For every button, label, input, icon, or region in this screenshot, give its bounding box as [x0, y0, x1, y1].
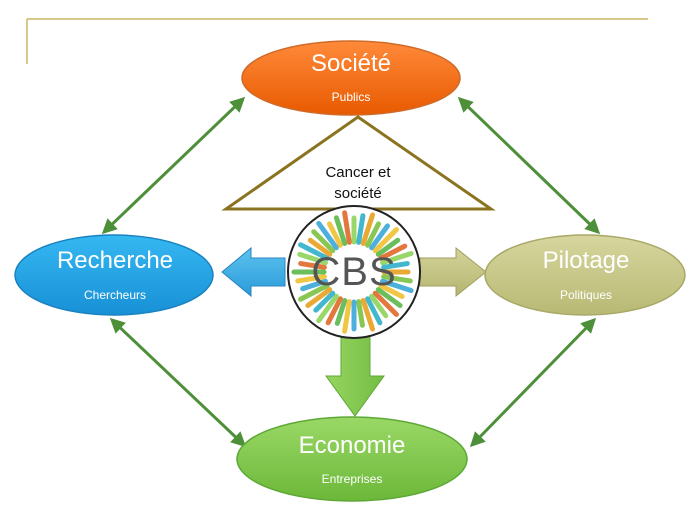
cbs-logo-petal [356, 213, 366, 245]
node-economie [236, 416, 468, 502]
block-arrow-down [325, 335, 385, 417]
node-societe [241, 40, 461, 116]
arrow-societe-pilotage [457, 96, 601, 235]
node-pilotage [484, 234, 686, 316]
cbs-logo-petal [311, 229, 336, 254]
cbs-logo-petal [316, 293, 339, 324]
cbs-logo-petal [342, 210, 352, 245]
cbs-logo-petal [333, 215, 348, 246]
cbs-logo-petal [298, 283, 330, 302]
cbs-logo-petal [356, 299, 365, 328]
cbs-logo-petal [305, 287, 333, 309]
cbs-logo-petal [342, 299, 352, 334]
arrow-societe-recherche [101, 96, 246, 235]
node-economie-subtitle: Entreprises [321, 472, 383, 486]
node-economie-title: Economie [298, 432, 406, 459]
cbs-logo-petal [298, 242, 330, 261]
cbs-logo-petal [298, 261, 327, 270]
cbs-logo-petal [326, 221, 343, 248]
cbs-logo [287, 205, 421, 339]
node-societe-title: Société [310, 50, 392, 77]
cbs-logo-petal [380, 250, 414, 266]
block-arrow-left [221, 246, 286, 298]
cbs-logo-petal [369, 293, 389, 319]
triangle-label: Cancer et société [325, 164, 391, 202]
cbs-logo-petal [372, 290, 399, 317]
arrow-pilotage-economie [469, 317, 597, 448]
cbs-logo-petal [381, 261, 410, 270]
cbs-logo-petal [381, 274, 413, 284]
node-pilotage-subtitle: Politiques [559, 288, 613, 302]
cbs-logo-petal [334, 298, 348, 326]
node-recherche [14, 234, 214, 316]
cbs-logo-petal [325, 296, 343, 326]
cbs-logo-petal [372, 227, 399, 254]
cbs-logo-petal [380, 278, 414, 294]
node-recherche-subtitle: Chercheurs [83, 288, 147, 302]
node-recherche-title: Recherche [56, 247, 174, 274]
cbs-logo-petal [369, 223, 391, 251]
cbs-logo-petal [365, 296, 383, 326]
cbs-logo-petal [365, 221, 382, 248]
node-pilotage-title: Pilotage [542, 247, 630, 274]
node-societe-subtitle: Publics [331, 90, 371, 104]
cbs-logo-petal [378, 243, 408, 261]
cbs-logo-petal [360, 212, 376, 246]
block-arrow-right [419, 246, 487, 298]
cbs-logo-petal [307, 237, 333, 257]
cbs-logo-petal [297, 251, 328, 266]
cbs-logo-petal [316, 220, 339, 251]
cbs-logo-petal [313, 290, 336, 313]
cbs-label: CBS [311, 250, 397, 294]
cbs-logo-petals [291, 210, 414, 334]
cbs-logo-petal [378, 283, 405, 300]
cbs-logo-petal [300, 278, 328, 292]
cbs-logo-petal [375, 237, 401, 257]
arrow-recherche-economie [109, 317, 247, 448]
cbs-logo-petal [360, 298, 376, 332]
cbs-logo-petal [375, 287, 403, 309]
cbs-logo-petal [295, 274, 327, 284]
